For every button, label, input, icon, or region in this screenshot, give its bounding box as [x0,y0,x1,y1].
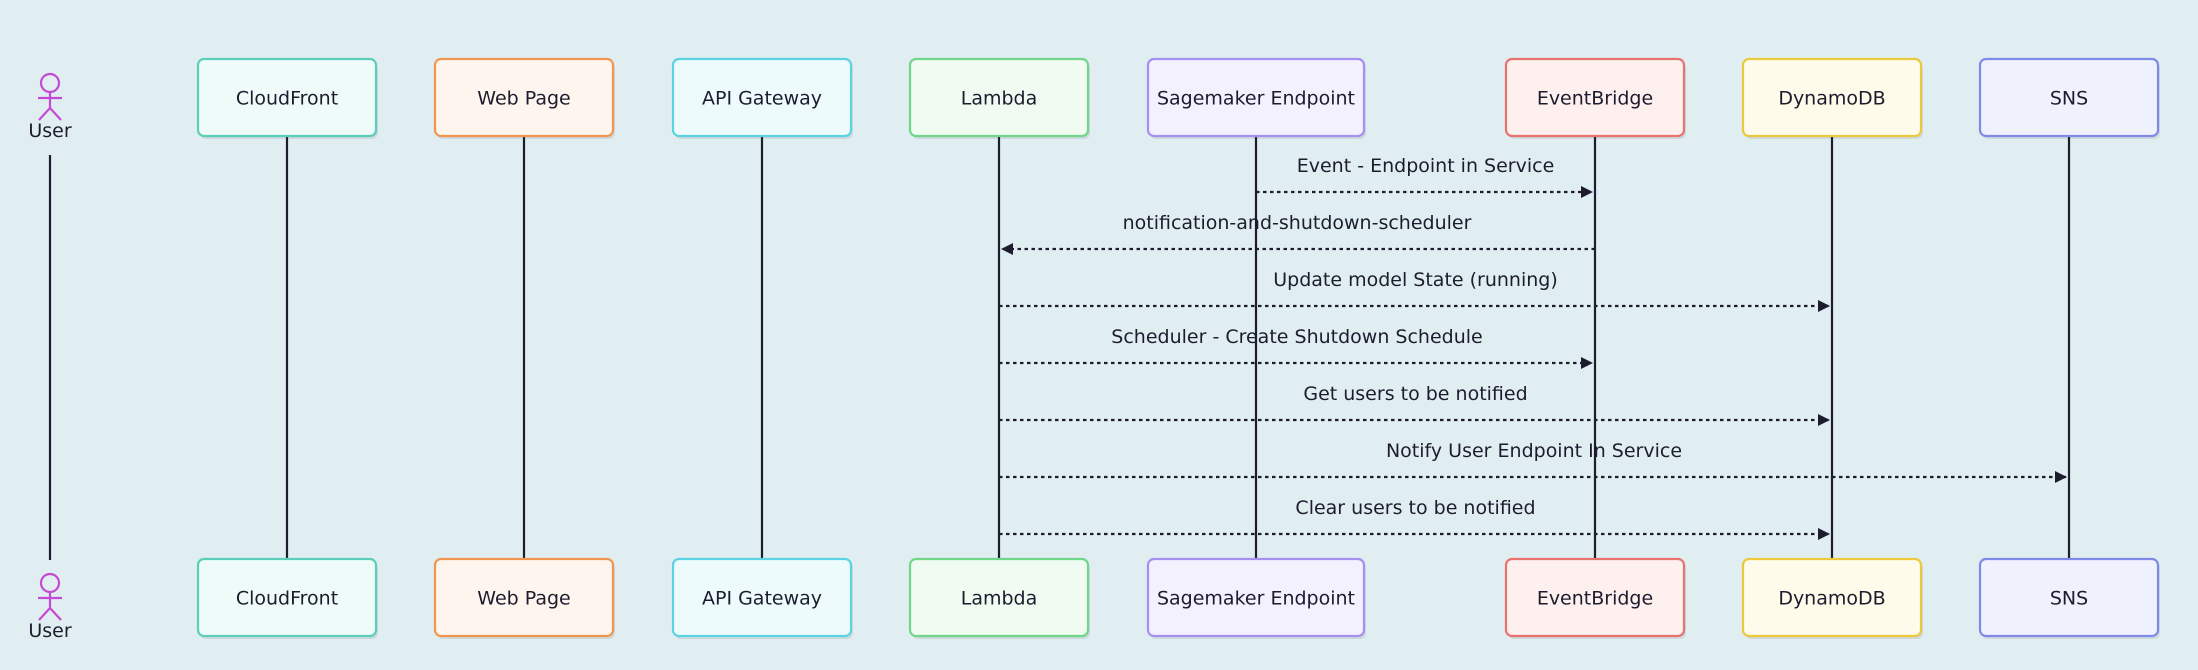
message-1: Event - Endpoint in Service [1256,155,1593,198]
participant-box [196,57,378,138]
messages: Event - Endpoint in Service notification-… [999,155,2067,540]
participant-box [1146,57,1366,138]
message-label: Get users to be notified [1303,383,1527,405]
message-2: notification-and-shutdown-scheduler [1001,212,1595,255]
participant-box [1978,57,2160,138]
message-6: Notify User Endpoint In Service [999,440,2067,483]
participant-lambda-bottom[interactable]: Lambda [908,557,1090,639]
message-label: Notify User Endpoint In Service [1386,440,1682,462]
participant-box [1146,557,1366,638]
message-3: Update model State (running) [999,269,1830,312]
participant-label: Web Page [477,88,570,110]
participant-label: Sagemaker Endpoint [1157,588,1355,610]
participant-label: SNS [2050,588,2088,610]
participant-webpage-bottom[interactable]: Web Page [433,557,615,639]
participant-eventbridge-bottom[interactable]: EventBridge [1504,557,1686,639]
participant-sns-bottom[interactable]: SNS [1978,557,2160,639]
stick-figure-icon [38,72,62,121]
participant-eventbridge-top[interactable]: EventBridge [1504,57,1686,139]
participant-label: CloudFront [236,588,338,610]
participant-cloudfront-top[interactable]: CloudFront [196,57,378,139]
message-5: Get users to be notified [999,383,1830,426]
participant-label: API Gateway [702,88,822,110]
participant-label: Lambda [961,588,1038,610]
participant-dynamodb-top[interactable]: DynamoDB [1741,57,1923,139]
participant-box [671,557,853,638]
message-label: Event - Endpoint in Service [1297,155,1555,177]
participant-label: DynamoDB [1778,88,1885,110]
message-label: Update model State (running) [1273,269,1558,291]
participant-apigw-bottom[interactable]: API Gateway [671,557,853,639]
participant-sagemaker-bottom[interactable]: Sagemaker Endpoint [1146,557,1366,639]
participant-label: EventBridge [1537,88,1653,110]
actor-label: User [28,120,71,142]
participant-label: Sagemaker Endpoint [1157,88,1355,110]
participant-label: SNS [2050,88,2088,110]
participant-webpage-top[interactable]: Web Page [433,57,615,139]
participant-label: API Gateway [702,588,822,610]
message-7: Clear users to be notified [999,497,1830,540]
participant-sagemaker-top[interactable]: Sagemaker Endpoint [1146,57,1366,139]
participant-box [433,57,615,138]
stick-figure-icon [38,572,62,621]
actor-user-top[interactable]: User [28,72,72,142]
participant-cloudfront-bottom[interactable]: CloudFront [196,557,378,639]
participant-label: DynamoDB [1778,588,1885,610]
participant-apigw-top[interactable]: API Gateway [671,57,853,139]
participant-label: Lambda [961,88,1038,110]
participant-box [196,557,378,638]
participant-label: CloudFront [236,88,338,110]
message-label: Clear users to be notified [1295,497,1535,519]
participant-label: Web Page [477,588,570,610]
participant-label: EventBridge [1537,588,1653,610]
participant-box [1741,57,1923,138]
participant-sns-top[interactable]: SNS [1978,57,2160,139]
lifelines [48,136,2071,560]
participant-box [1504,557,1686,638]
participant-box [908,57,1090,138]
actor-user-bottom[interactable]: User [28,572,72,642]
participant-box [433,557,615,638]
message-label: Scheduler - Create Shutdown Schedule [1111,326,1482,348]
participant-box [1741,557,1923,638]
participant-box [671,57,853,138]
participant-lambda-top[interactable]: Lambda [908,57,1090,139]
message-4: Scheduler - Create Shutdown Schedule [999,326,1593,369]
participant-dynamodb-bottom[interactable]: DynamoDB [1741,557,1923,639]
participant-box [908,557,1090,638]
participant-box [1504,57,1686,138]
actor-label: User [28,620,71,642]
message-label: notification-and-shutdown-scheduler [1123,212,1472,234]
participant-box [1978,557,2160,638]
